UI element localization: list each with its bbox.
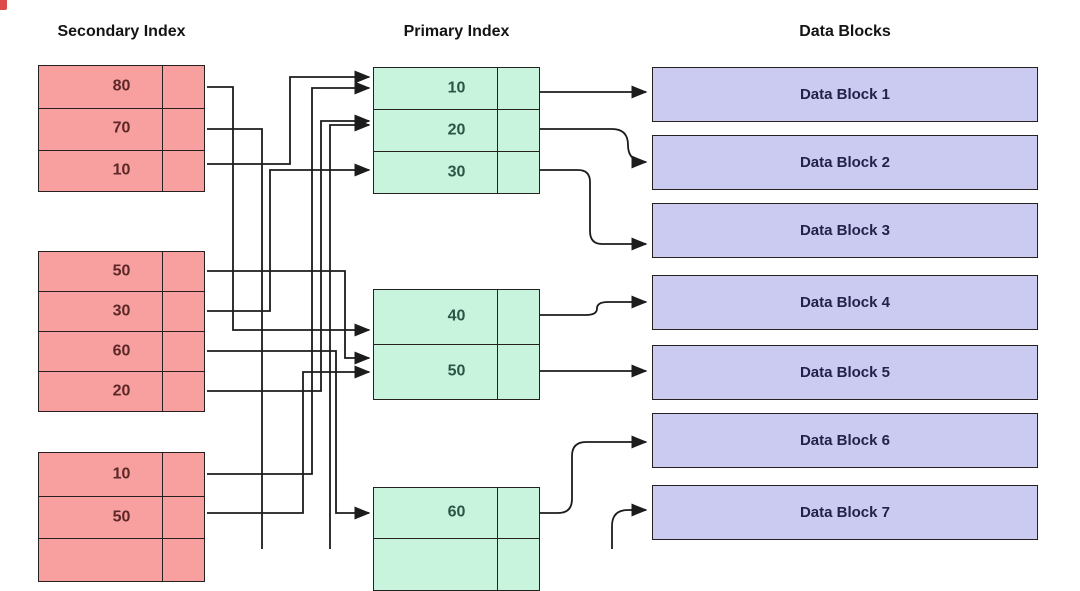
- secondary-index-table-2: 50 30 60 20: [38, 251, 205, 412]
- data-block-4: Data Block 4: [652, 275, 1038, 330]
- primary-index-row: 10: [374, 68, 539, 109]
- pointer-cell: [497, 345, 539, 399]
- secondary-index-row: 80: [39, 66, 204, 108]
- secondary-index-row: 30: [39, 291, 204, 331]
- diagram-canvas: { "titles": { "secondary": "Secondary In…: [0, 0, 1038, 591]
- pointer-cell: [497, 152, 539, 193]
- pointer-cell: [162, 150, 204, 191]
- data-block-5: Data Block 5: [652, 345, 1038, 400]
- data-block-2: Data Block 2: [652, 135, 1038, 190]
- secondary-index-row: [39, 538, 204, 581]
- index-key: 10: [112, 464, 131, 482]
- pointer-cell: [162, 453, 204, 496]
- secondary-index-row: 60: [39, 331, 204, 371]
- primary-index-row: 40: [374, 290, 539, 344]
- index-key: 20: [112, 381, 131, 399]
- data-block-label: Data Block 1: [799, 85, 891, 103]
- data-block-label: Data Block 4: [799, 293, 891, 311]
- primary-index-title: Primary Index: [403, 23, 510, 40]
- index-key: 60: [447, 503, 466, 521]
- secondary-index-row: 70: [39, 107, 204, 150]
- data-block-label: Data Block 3: [799, 221, 891, 239]
- index-key: 80: [112, 77, 131, 95]
- pointer-cell: [162, 539, 204, 581]
- index-key: 50: [112, 261, 131, 279]
- pointer-cell: [162, 292, 204, 331]
- secondary-index-row: 20: [39, 371, 204, 411]
- index-key: 10: [447, 78, 466, 96]
- index-key: 20: [447, 120, 466, 138]
- secondary-index-row: 10: [39, 149, 204, 191]
- primary-index-row: [374, 538, 539, 590]
- pointer-cell: [497, 290, 539, 344]
- primary-index-table-3: 60: [373, 487, 540, 591]
- data-block-1: Data Block 1: [652, 67, 1038, 122]
- pointer-cell: [497, 110, 539, 151]
- pointer-cell: [162, 66, 204, 108]
- pointer-cell: [162, 372, 204, 411]
- data-block-6: Data Block 6: [652, 413, 1038, 468]
- primary-index-row: 20: [374, 109, 539, 151]
- index-key: 30: [112, 301, 131, 319]
- index-key: 40: [447, 307, 466, 325]
- primary-index-table-2: 40 50: [373, 289, 540, 400]
- index-key: 50: [447, 362, 466, 380]
- data-block-label: Data Block 7: [799, 503, 891, 521]
- primary-index-row: 50: [374, 344, 539, 399]
- secondary-index-row: 10: [39, 453, 204, 496]
- pointer-cell: [162, 252, 204, 291]
- secondary-index-title: Secondary Index: [57, 23, 186, 40]
- pointer-cell: [162, 108, 204, 150]
- pointer-cell: [497, 539, 539, 590]
- secondary-index-table-3: 10 50: [38, 452, 205, 582]
- data-block-7: Data Block 7: [652, 485, 1038, 540]
- data-block-3: Data Block 3: [652, 203, 1038, 258]
- secondary-index-row: 50: [39, 496, 204, 538]
- index-key: 70: [112, 119, 131, 137]
- pointer-cell: [497, 68, 539, 109]
- data-block-label: Data Block 6: [799, 431, 891, 449]
- data-block-label: Data Block 5: [799, 363, 891, 381]
- pointer-cell: [497, 488, 539, 538]
- index-key: 10: [112, 161, 131, 179]
- index-key: 60: [112, 341, 131, 359]
- index-key: 30: [447, 162, 466, 180]
- primary-index-row: 30: [374, 151, 539, 193]
- secondary-index-row: 50: [39, 252, 204, 291]
- pointer-cell: [162, 497, 204, 538]
- corner-red-artifact: [0, 0, 7, 10]
- data-blocks-title: Data Blocks: [799, 23, 891, 40]
- secondary-index-table-1: 80 70 10: [38, 65, 205, 192]
- primary-index-row: 60: [374, 488, 539, 538]
- index-key: 50: [112, 507, 131, 525]
- pointer-cell: [162, 332, 204, 371]
- data-block-label: Data Block 2: [799, 153, 891, 171]
- primary-index-table-1: 10 20 30: [373, 67, 540, 194]
